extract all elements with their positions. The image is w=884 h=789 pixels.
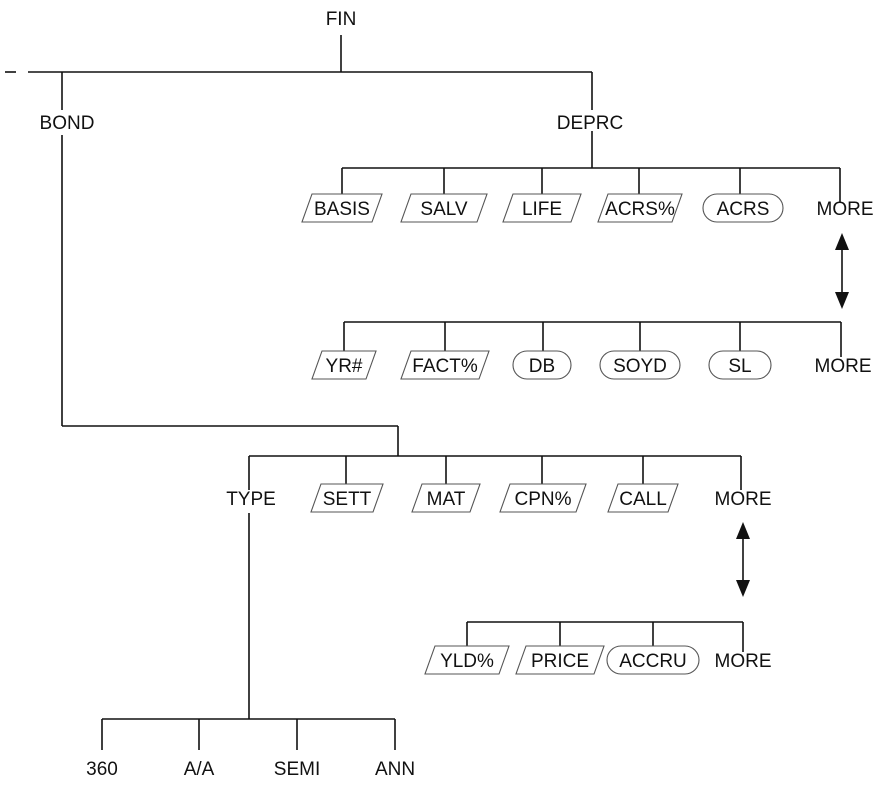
softkey-acrs-pct[interactable]: ACRS% bbox=[597, 193, 683, 223]
label-sett: SETT bbox=[323, 489, 372, 510]
label-yld-pct: YLD% bbox=[440, 651, 494, 672]
label-cpn-pct: CPN% bbox=[514, 489, 571, 510]
command-acrs[interactable]: ACRS bbox=[702, 193, 784, 223]
menu-label-more: MORE bbox=[715, 651, 772, 672]
label-acrs: ACRS bbox=[717, 199, 770, 220]
tree-connectors bbox=[5, 35, 843, 750]
label-ann: ANN bbox=[375, 759, 415, 780]
label-call: CALL bbox=[619, 489, 667, 510]
softkey-call[interactable]: CALL bbox=[607, 483, 679, 513]
menu-label-ann: ANN bbox=[375, 759, 415, 780]
softkey-salv[interactable]: SALV bbox=[400, 193, 488, 223]
label-semi: SEMI bbox=[274, 759, 320, 780]
menu-label-more: MORE bbox=[817, 199, 874, 220]
arrow-down-icon bbox=[835, 292, 849, 309]
softkey-yr-num[interactable]: YR# bbox=[311, 350, 377, 380]
menu-label-semi: SEMI bbox=[274, 759, 320, 780]
menu-label-360: 360 bbox=[86, 759, 118, 780]
softkey-price-frame bbox=[515, 645, 605, 675]
arrow-up-icon bbox=[835, 233, 849, 250]
bond-menu-row-2: YLD% PRICE ACCRU MORE bbox=[424, 645, 772, 675]
label-yr-num: YR# bbox=[326, 356, 363, 377]
arrow-up-icon bbox=[736, 522, 750, 539]
label-360: 360 bbox=[86, 759, 118, 780]
command-soyd-frame bbox=[599, 350, 681, 380]
menu-label-more: MORE bbox=[715, 489, 772, 510]
label-type: TYPE bbox=[226, 489, 276, 510]
label-more: MORE bbox=[715, 651, 772, 672]
label-acrs-pct: ACRS% bbox=[605, 199, 675, 220]
softkey-yr-num-frame bbox=[311, 350, 377, 380]
label-a-a: A/A bbox=[184, 759, 215, 780]
softkey-yld-pct-frame bbox=[424, 645, 510, 675]
command-accru[interactable]: ACCRU bbox=[606, 645, 700, 675]
label-fact-pct: FACT% bbox=[412, 356, 478, 377]
menu-label-more: MORE bbox=[815, 356, 872, 377]
label-more: MORE bbox=[815, 356, 872, 377]
softkey-acrs-pct-frame bbox=[597, 193, 683, 223]
command-db-frame bbox=[512, 350, 572, 380]
label-more: MORE bbox=[715, 489, 772, 510]
menu-label-type: TYPE bbox=[226, 489, 276, 510]
softkey-basis[interactable]: BASIS bbox=[301, 193, 383, 223]
softkey-yld-pct[interactable]: YLD% bbox=[424, 645, 510, 675]
command-soyd[interactable]: SOYD bbox=[599, 350, 681, 380]
command-db[interactable]: DB bbox=[512, 350, 572, 380]
deprc-menu-row-2: YR# FACT% DB SOYD SL MORE bbox=[311, 350, 872, 380]
softkey-fact-pct-frame bbox=[400, 350, 490, 380]
label-mat: MAT bbox=[427, 489, 466, 510]
softkey-cpn-pct-frame bbox=[499, 483, 587, 513]
softkey-basis-frame bbox=[301, 193, 383, 223]
arrow-down-icon bbox=[736, 580, 750, 597]
deprc-menu-row-1: BASIS SALV LIFE ACRS% ACRS MORE bbox=[301, 193, 874, 223]
label-accru: ACCRU bbox=[619, 651, 687, 672]
command-sl[interactable]: SL bbox=[708, 350, 772, 380]
bond-menu-row-1: TYPE SETT MAT CPN% CALL MORE bbox=[226, 483, 772, 513]
menu-label-a-a: A/A bbox=[184, 759, 215, 780]
label-db: DB bbox=[529, 356, 555, 377]
root-label: FIN bbox=[326, 9, 357, 30]
label-salv: SALV bbox=[420, 199, 468, 220]
softkey-mat-frame bbox=[411, 483, 481, 513]
command-acrs-frame bbox=[702, 193, 784, 223]
label-soyd: SOYD bbox=[613, 356, 667, 377]
label-sl: SL bbox=[728, 356, 751, 377]
softkey-mat[interactable]: MAT bbox=[411, 483, 481, 513]
softkey-life-frame bbox=[502, 193, 582, 223]
double-arrow-deprc bbox=[835, 233, 849, 309]
label-life: LIFE bbox=[522, 199, 562, 220]
bond-label: BOND bbox=[40, 113, 95, 134]
softkey-call-frame bbox=[607, 483, 679, 513]
softkey-salv-frame bbox=[400, 193, 488, 223]
softkey-life[interactable]: LIFE bbox=[502, 193, 582, 223]
softkey-price[interactable]: PRICE bbox=[515, 645, 605, 675]
deprc-label: DEPRC bbox=[557, 113, 624, 134]
softkey-fact-pct[interactable]: FACT% bbox=[400, 350, 490, 380]
command-sl-frame bbox=[708, 350, 772, 380]
softkey-sett[interactable]: SETT bbox=[310, 483, 384, 513]
label-basis: BASIS bbox=[314, 199, 370, 220]
softkey-cpn-pct[interactable]: CPN% bbox=[499, 483, 587, 513]
label-price: PRICE bbox=[531, 651, 589, 672]
label-more: MORE bbox=[817, 199, 874, 220]
double-arrow-bond bbox=[736, 522, 750, 597]
softkey-sett-frame bbox=[310, 483, 384, 513]
command-accru-frame bbox=[606, 645, 700, 675]
type-menu-row: 360 A/A SEMI ANN bbox=[86, 759, 415, 780]
